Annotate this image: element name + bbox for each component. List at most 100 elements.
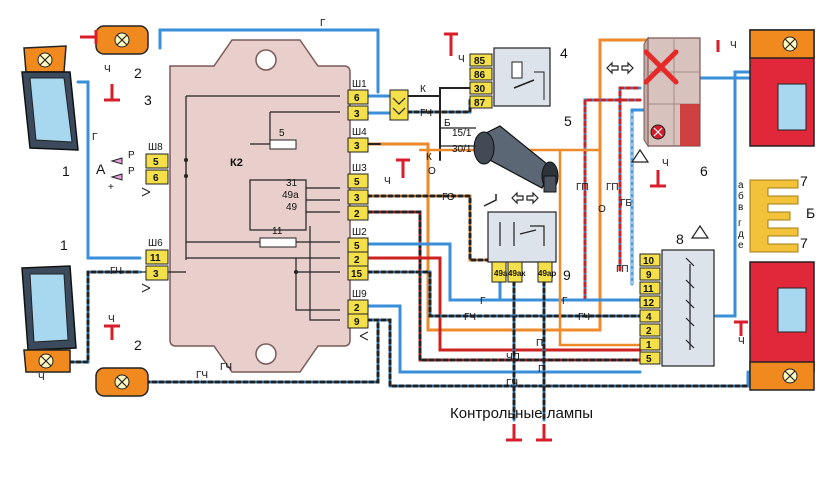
svg-text:5: 5	[354, 177, 360, 188]
svg-text:Г: Г	[480, 296, 486, 307]
svg-text:ГЧ: ГЧ	[110, 266, 122, 277]
callout-9: 9	[563, 267, 571, 283]
svg-text:г: г	[738, 218, 742, 229]
relay-k2-label: К2	[230, 157, 243, 169]
conn-sh9: Ш9	[352, 289, 367, 300]
svg-text:ГЧ: ГЧ	[578, 312, 590, 323]
svg-text:ГЧ: ГЧ	[220, 362, 232, 373]
svg-text:е: е	[738, 240, 744, 251]
svg-text:Г: Г	[92, 132, 98, 143]
svg-text:ГП: ГП	[606, 182, 619, 193]
svg-text:Г: Г	[320, 18, 326, 29]
letter-a: А	[96, 161, 106, 177]
svg-text:5: 5	[153, 157, 159, 168]
callout-3: 3	[144, 92, 152, 108]
svg-text:ГЧ: ГЧ	[464, 312, 476, 323]
conn-sh8: Ш8	[148, 142, 163, 153]
svg-text:Ч: Ч	[108, 314, 115, 325]
svg-text:15: 15	[351, 269, 363, 280]
caption-control-lamps: Контрольные лампы	[450, 405, 593, 422]
svg-text:49аp: 49аp	[538, 269, 556, 278]
svg-text:ГО: ГО	[442, 192, 455, 203]
svg-text:К: К	[420, 84, 426, 95]
svg-text:Р: Р	[128, 166, 135, 177]
wire-g-left	[76, 80, 142, 260]
svg-text:2: 2	[354, 303, 360, 314]
side-repeater-top	[95, 25, 149, 55]
svg-text:49а: 49а	[494, 269, 508, 278]
wires	[68, 28, 752, 422]
svg-text:5: 5	[646, 354, 652, 365]
callout-1-top: 1	[62, 163, 70, 179]
wire-go	[366, 194, 496, 262]
svg-text:ГП: ГП	[576, 182, 589, 193]
connector-chevrons	[392, 97, 406, 115]
svg-text:Ч: Ч	[458, 54, 465, 65]
svg-text:Г: Г	[538, 364, 544, 375]
svg-text:85: 85	[474, 56, 486, 67]
conn-sh6: Ш6	[148, 238, 163, 249]
svg-text:Ч: Ч	[730, 40, 737, 51]
svg-text:в: в	[738, 202, 743, 213]
svg-text:Ч: Ч	[384, 176, 391, 187]
conn-sh4: Ш4	[352, 127, 367, 138]
svg-text:3: 3	[354, 193, 360, 204]
svg-text:1: 1	[646, 340, 652, 351]
wire-g-top	[158, 28, 380, 94]
callout-7-bottom: 7	[800, 235, 808, 251]
svg-text:5: 5	[354, 241, 360, 252]
callout-6: 6	[700, 163, 708, 179]
svg-text:6: 6	[354, 93, 360, 104]
svg-text:5: 5	[279, 128, 285, 139]
svg-text:Ч: Ч	[662, 158, 669, 169]
side-repeater-bottom	[95, 367, 149, 397]
svg-text:30: 30	[474, 84, 486, 95]
svg-text:11: 11	[643, 284, 654, 295]
connector-pins	[145, 53, 661, 365]
svg-text:ГЧ: ГЧ	[420, 108, 432, 119]
svg-text:12: 12	[643, 298, 655, 309]
svg-text:11: 11	[272, 226, 283, 237]
panel-b-comb	[749, 179, 799, 253]
callout-4: 4	[560, 45, 568, 61]
conn-sh2: Ш2	[352, 227, 367, 238]
svg-text:б: б	[738, 190, 744, 202]
mounting-block	[140, 39, 351, 373]
svg-text:15/1: 15/1	[452, 128, 472, 139]
svg-text:31: 31	[286, 178, 298, 189]
headlight-rear-left	[21, 265, 77, 373]
svg-text:Ч: Ч	[104, 64, 111, 75]
svg-text:ГЧ: ГЧ	[506, 378, 518, 389]
svg-text:2: 2	[354, 209, 360, 220]
wire-gch-left	[68, 270, 142, 364]
headlight-front-left	[21, 45, 79, 151]
callout-1-bottom: 1	[60, 237, 68, 253]
svg-text:д: д	[738, 229, 744, 240]
taillight-top	[749, 29, 815, 147]
svg-text:2: 2	[646, 326, 652, 337]
letter-b: Б	[806, 205, 815, 221]
svg-text:49а: 49а	[282, 190, 299, 201]
svg-text:К: К	[426, 152, 432, 163]
svg-text:30/1: 30/1	[452, 144, 472, 155]
callout-8: 8	[676, 231, 684, 247]
svg-text:87: 87	[474, 98, 486, 109]
svg-text:ЧП: ЧП	[506, 352, 520, 363]
wire-gp-2	[618, 86, 642, 272]
plus-sign: +	[108, 182, 114, 193]
svg-text:О: О	[428, 166, 436, 177]
svg-text:6: 6	[153, 173, 159, 184]
svg-text:10: 10	[643, 256, 655, 267]
svg-text:86: 86	[474, 70, 486, 81]
ignition-switch-5	[440, 125, 559, 193]
svg-text:ГП: ГП	[616, 264, 629, 275]
svg-text:Р: Р	[128, 150, 135, 161]
svg-text:Ч: Ч	[38, 372, 45, 383]
svg-text:9: 9	[354, 317, 360, 328]
conn-sh3: Ш3	[352, 163, 367, 174]
hazard-box-8	[661, 224, 715, 367]
svg-text:9: 9	[646, 270, 652, 281]
svg-text:П: П	[536, 338, 543, 349]
svg-text:2: 2	[354, 255, 360, 266]
